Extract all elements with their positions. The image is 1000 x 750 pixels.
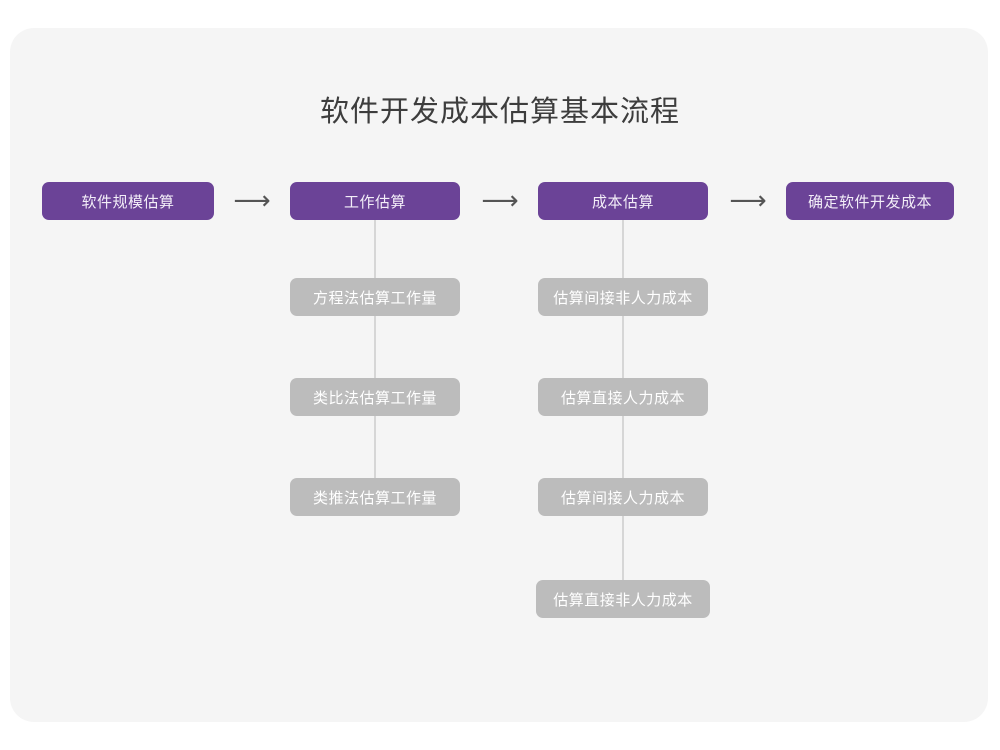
flow-arrow-1-icon: ⟶ xyxy=(233,186,271,216)
page-title: 软件开发成本估算基本流程 xyxy=(319,96,680,128)
diagram-card xyxy=(10,28,988,722)
flow-arrow-2-icon: ⟶ xyxy=(481,186,519,216)
branch-node-indirect-non-labor-cost[interactable]: 估算间接非人力成本 xyxy=(538,278,708,316)
flow-node-software-scale-estimation[interactable]: 软件规模估算 xyxy=(42,182,214,220)
flow-node-determine-development-cost[interactable]: 确定软件开发成本 xyxy=(786,182,954,220)
flow-node-work-estimation[interactable]: 工作估算 xyxy=(290,182,460,220)
branch-node-indirect-labor-cost[interactable]: 估算间接人力成本 xyxy=(538,478,708,516)
connector-line-work-branch xyxy=(374,209,376,511)
branch-node-deduction-method-effort[interactable]: 类推法估算工作量 xyxy=(290,478,460,516)
branch-node-label: 估算直接人力成本 xyxy=(560,389,685,407)
flow-node-cost-estimation[interactable]: 成本估算 xyxy=(538,182,708,220)
branch-node-label: 类推法估算工作量 xyxy=(312,489,437,507)
branch-node-analogy-method-effort[interactable]: 类比法估算工作量 xyxy=(290,378,460,416)
flow-node-label: 成本估算 xyxy=(591,193,654,211)
branch-node-label: 估算直接非人力成本 xyxy=(553,591,693,609)
branch-node-direct-non-labor-cost[interactable]: 估算直接非人力成本 xyxy=(536,580,710,618)
flow-arrow-3-icon: ⟶ xyxy=(729,186,767,216)
branch-node-equation-method-effort[interactable]: 方程法估算工作量 xyxy=(290,278,460,316)
branch-node-direct-labor-cost[interactable]: 估算直接人力成本 xyxy=(538,378,708,416)
flow-node-label: 确定软件开发成本 xyxy=(807,193,932,211)
branch-node-label: 估算间接非人力成本 xyxy=(553,289,693,307)
branch-node-label: 估算间接人力成本 xyxy=(560,489,685,507)
branch-node-label: 方程法估算工作量 xyxy=(312,289,437,307)
flow-node-label: 软件规模估算 xyxy=(81,193,175,211)
flow-node-label: 工作估算 xyxy=(343,193,406,211)
branch-node-label: 类比法估算工作量 xyxy=(312,389,437,407)
